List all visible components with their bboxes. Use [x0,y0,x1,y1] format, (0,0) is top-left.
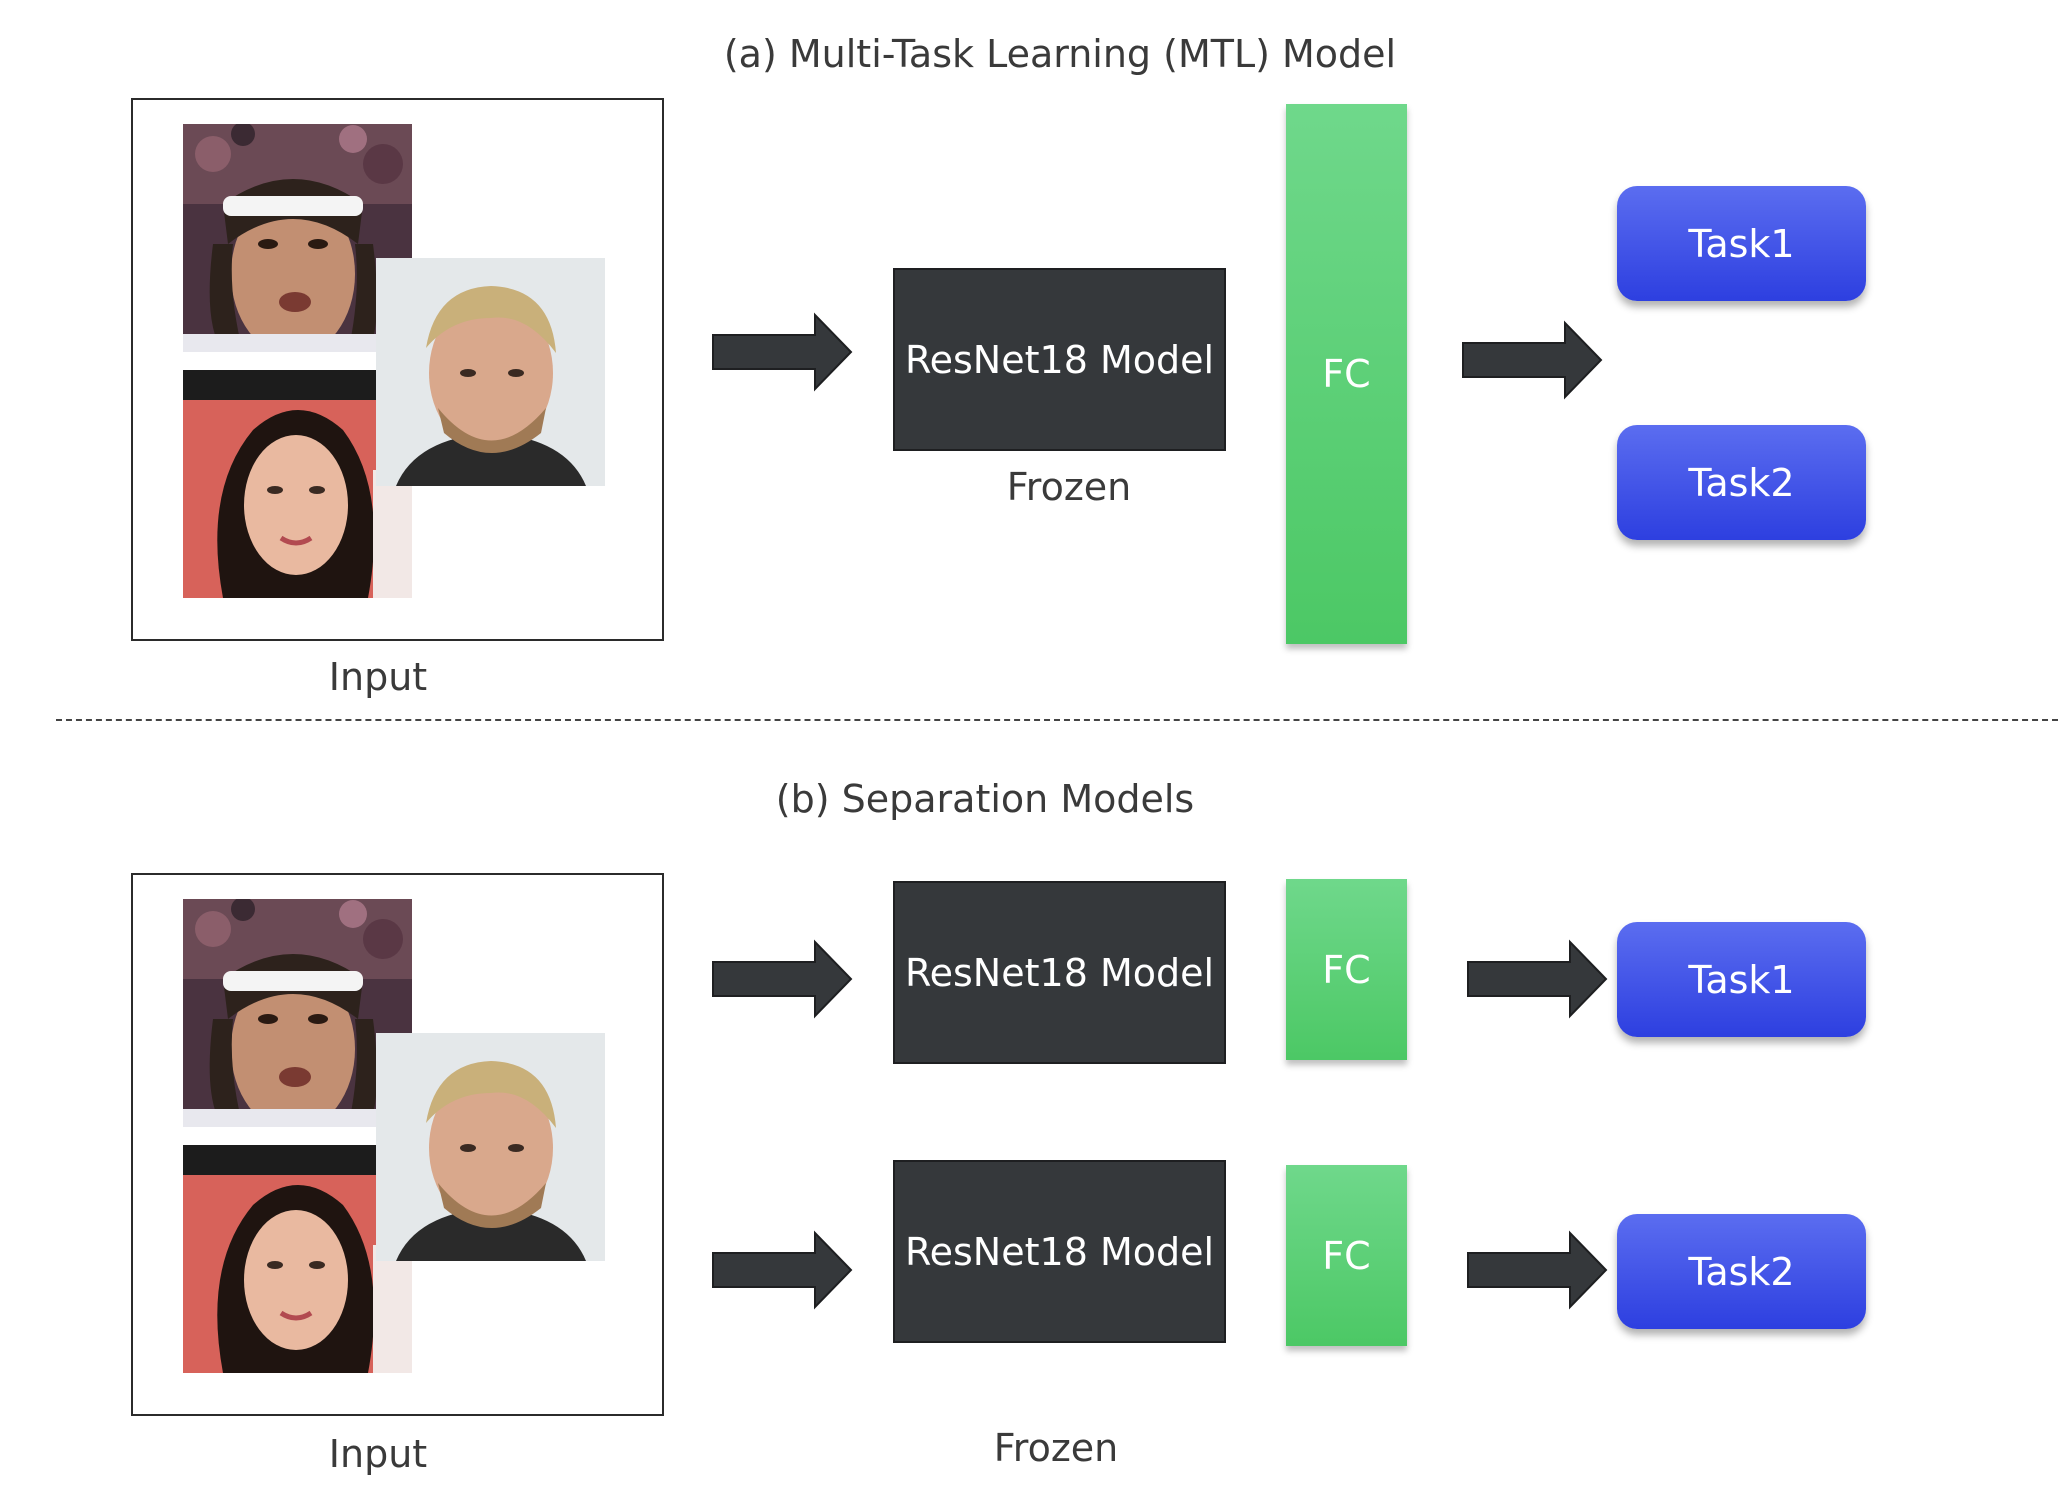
fc-layer-block-2: FC [1286,1165,1407,1346]
resnet18-model-block: ResNet18 Model [893,268,1226,451]
face-photo-blond-man [376,1033,605,1261]
resnet18-model-block-1: ResNet18 Model [893,881,1226,1064]
right-arrow-icon [712,939,853,1019]
fc-layer-block-1: FC [1286,879,1407,1060]
frozen-label-b: Frozen [993,1426,1119,1470]
frozen-label-a: Frozen [1006,465,1132,509]
model-label: ResNet18 Model [904,337,1215,382]
task2-label: Task2 [1688,460,1795,505]
task1-label: Task1 [1688,221,1795,266]
right-arrow-icon [1467,939,1608,1019]
model-label: ResNet18 Model [904,1229,1215,1274]
face-photo-blond-man [376,258,605,486]
section-b-title: (b) Separation Models [775,777,1195,821]
task1-block: Task1 [1617,922,1866,1037]
fc-label: FC [1322,352,1371,396]
face-photo-headband-man [183,899,412,1127]
input-frame-b [131,873,664,1416]
task2-label: Task2 [1688,1249,1795,1294]
task1-label: Task1 [1688,957,1795,1002]
task1-block: Task1 [1617,186,1866,301]
input-caption-b: Input [328,1432,428,1476]
section-divider [56,719,2058,721]
input-caption-a: Input [328,655,428,699]
right-arrow-icon [712,1230,853,1310]
fc-label: FC [1322,1233,1371,1278]
fc-layer-block: FC [1286,104,1407,644]
input-frame-a [131,98,664,641]
fc-label: FC [1322,947,1371,992]
face-photo-headband-man [183,124,412,352]
face-photo-woman [183,370,412,598]
section-a-title: (a) Multi-Task Learning (MTL) Model [723,32,1397,76]
resnet18-model-block-2: ResNet18 Model [893,1160,1226,1343]
task2-block: Task2 [1617,1214,1866,1329]
right-arrow-icon [1467,1230,1608,1310]
model-label: ResNet18 Model [904,950,1215,995]
face-photo-woman [183,1145,412,1373]
right-arrow-icon [712,312,853,392]
right-arrow-icon [1462,320,1603,400]
task2-block: Task2 [1617,425,1866,540]
